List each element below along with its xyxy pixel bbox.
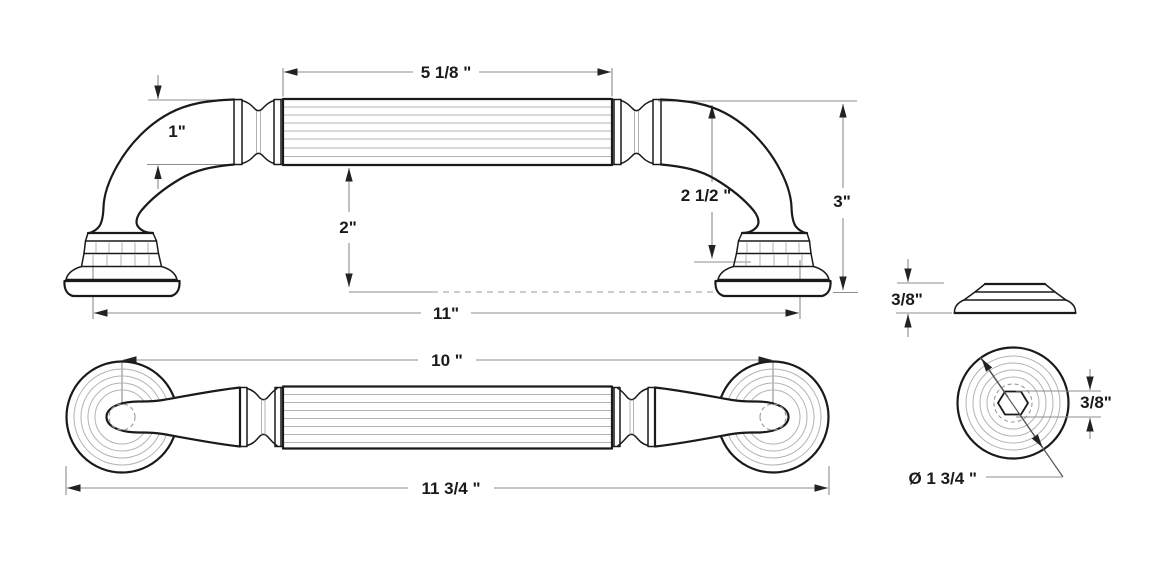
side-view-handle xyxy=(63,97,832,298)
dim-label-overall-height: 3" xyxy=(833,192,851,211)
dim-label-overall-length: 11 3/4 " xyxy=(421,479,480,498)
rosette-front-dimensions xyxy=(979,356,1101,478)
dim-label-rosette-height: 3/8" xyxy=(891,290,923,309)
grip-bar-side xyxy=(281,97,614,167)
dim-label-base-clearance: 2" xyxy=(339,218,357,237)
rosette-side-view: 3/8" xyxy=(891,259,1077,337)
dim-label-bar-diameter: 1" xyxy=(168,122,186,141)
rosette-side-profile xyxy=(953,282,1077,315)
side-elevation-view: 5 1/8 " 1" 2" 2 1/2 " 3" 11" xyxy=(63,63,858,323)
plan-view-dimensions xyxy=(65,356,830,495)
dim-label-hex-socket: 3/8" xyxy=(1080,393,1112,412)
rosette-front-circles xyxy=(956,346,1070,460)
rosette-side-dimensions xyxy=(896,259,952,337)
dim-label-center-to-center: 10 " xyxy=(431,351,463,370)
dim-label-mount-span: 11" xyxy=(433,304,459,323)
plan-view: 10 " 11 3/4 " xyxy=(65,351,830,498)
grip-bar-plan xyxy=(281,385,614,450)
plan-view-handle xyxy=(65,360,830,474)
dim-label-grip-length: 5 1/8 " xyxy=(421,63,472,82)
dim-label-diameter: Ø 1 3/4 " xyxy=(908,469,977,488)
rosette-front-view: 3/8" Ø 1 3/4 " xyxy=(908,346,1112,488)
hex-socket xyxy=(996,390,1030,416)
dim-label-projection: 2 1/2 " xyxy=(681,186,732,205)
